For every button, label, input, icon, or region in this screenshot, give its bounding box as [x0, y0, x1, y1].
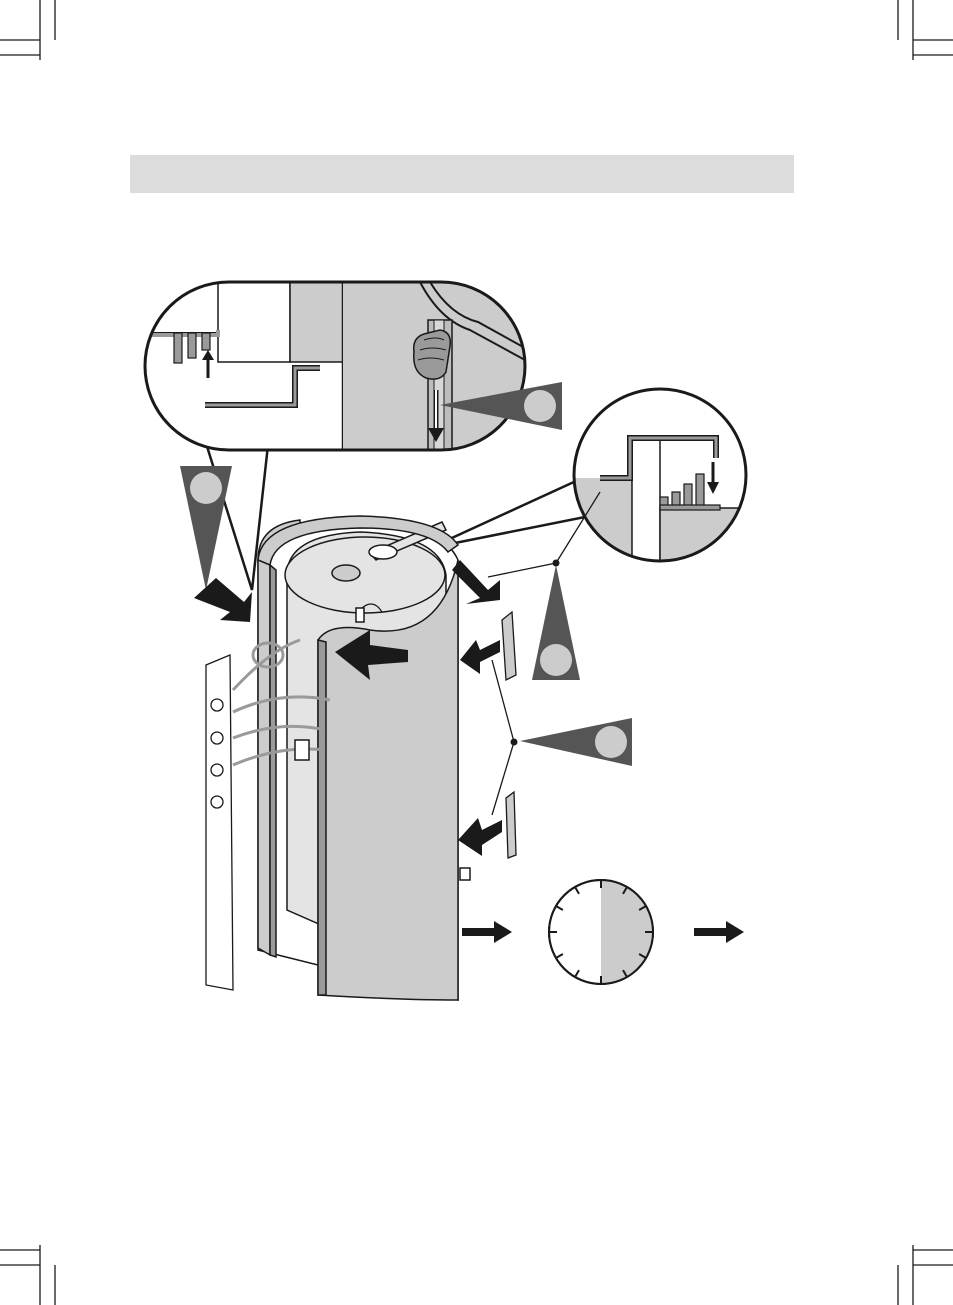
- header-bar: [130, 155, 794, 193]
- leader-dot-upper: [553, 560, 560, 567]
- arrow-right-1: [462, 921, 512, 943]
- callout-circle-c: [540, 644, 572, 676]
- clip-parts: [502, 612, 516, 858]
- pointer-wedge-b: [180, 466, 232, 590]
- side-rail: [206, 655, 233, 990]
- arrow-clip-low: [458, 818, 502, 856]
- crop-mark-top-right: [898, 0, 953, 60]
- leader-dot-lower: [511, 739, 518, 746]
- arrow-push-left: [194, 578, 252, 622]
- clock-icon: [549, 880, 653, 984]
- crop-mark-top-left: [0, 0, 55, 60]
- pointer-wedge-c: [532, 565, 580, 680]
- crop-mark-bottom-left: [0, 1245, 55, 1305]
- hand-icon: [414, 330, 451, 379]
- pointer-wedge-d: [520, 718, 632, 766]
- water-heater: [233, 516, 470, 1000]
- arrow-right-2: [694, 921, 744, 943]
- crop-mark-bottom-right: [898, 1245, 953, 1305]
- callout-circle-b: [190, 472, 222, 504]
- arrow-clip-top: [452, 560, 500, 604]
- callout-circle-a: [524, 390, 556, 422]
- callout-circle-d: [595, 726, 627, 758]
